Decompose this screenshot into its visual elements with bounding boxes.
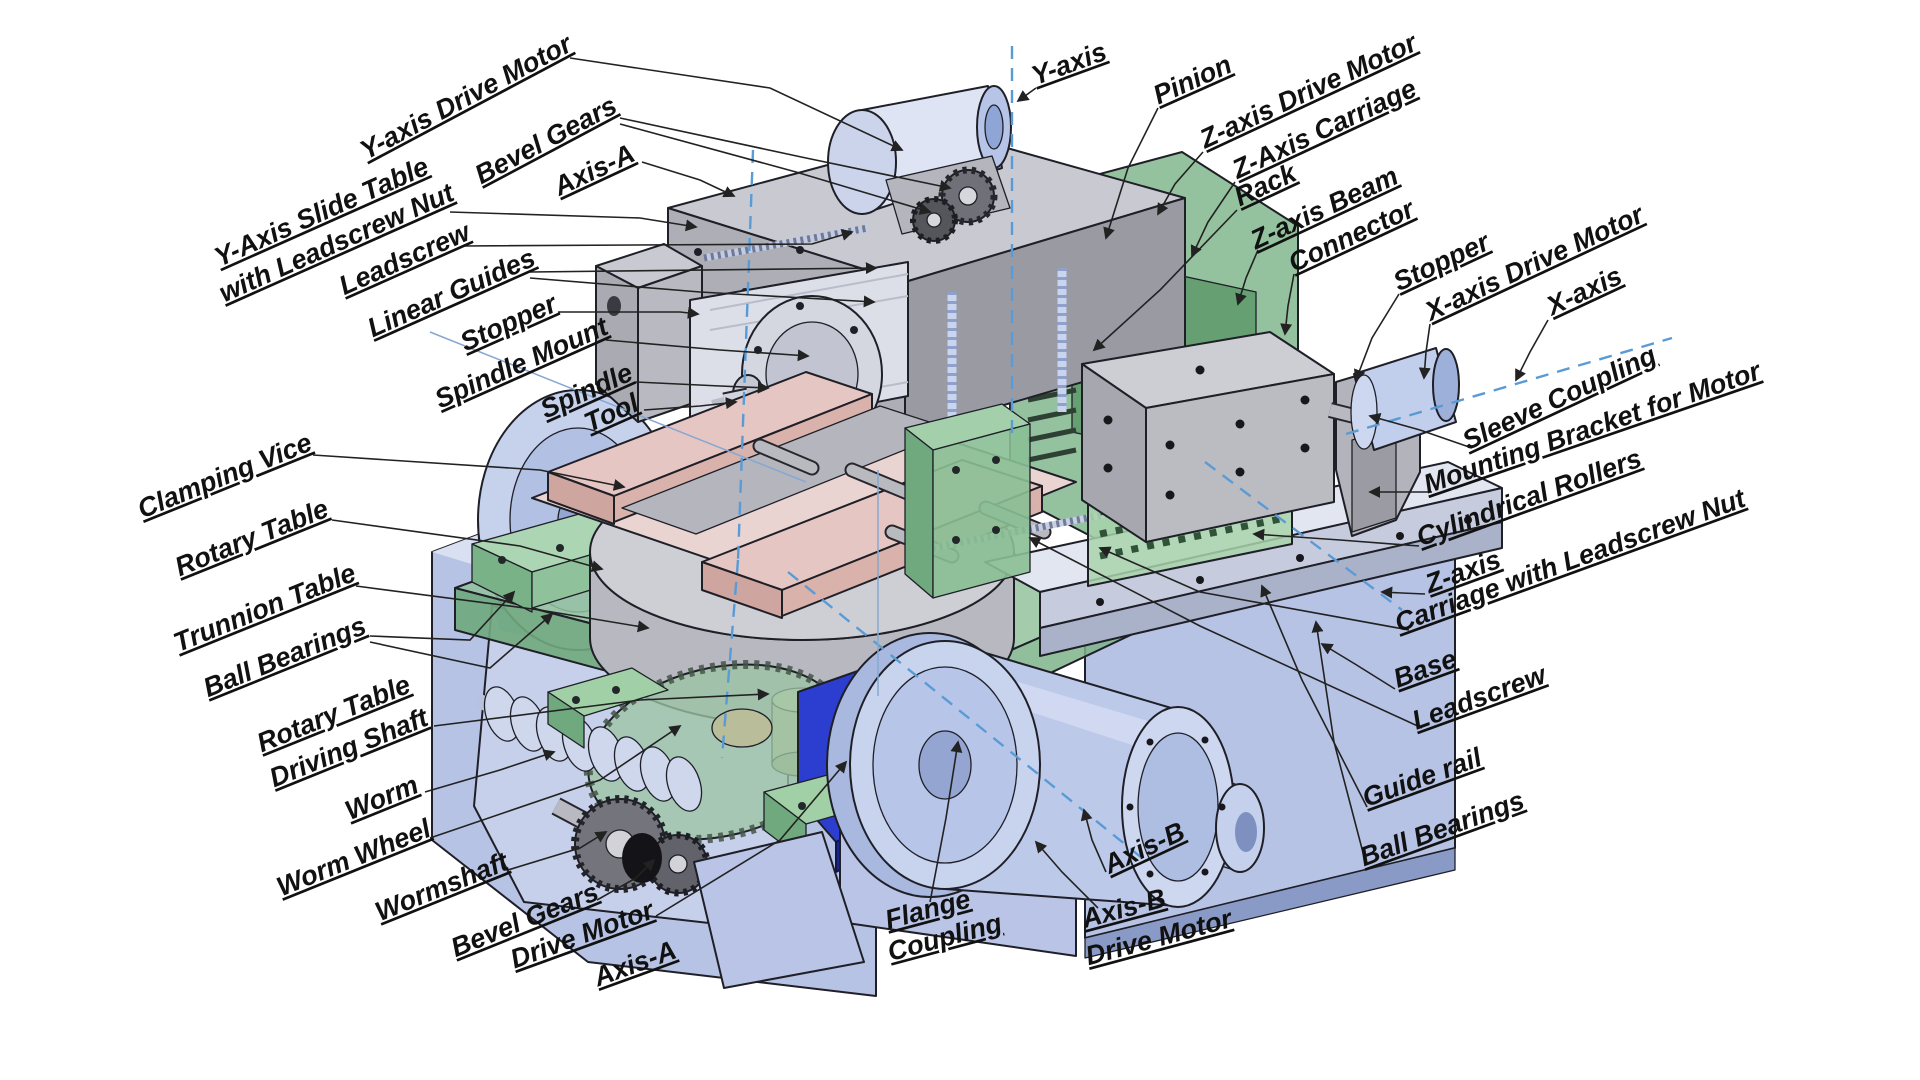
- leader-bevel-gears-top-2: [619, 123, 932, 215]
- leader-ball-bearings-left-1: [369, 590, 516, 641]
- carriage-with-leadscrew-nut-shape: [904, 403, 1031, 599]
- x-carriage-box: [1081, 331, 1335, 543]
- leader-stopper-left: [558, 306, 700, 319]
- leader-worm: [424, 749, 556, 793]
- label-worm: Worm: [341, 770, 423, 826]
- leader-rack: [1092, 209, 1238, 352]
- leader-y-drive-motor: [569, 57, 904, 152]
- leader-guide-rail: [1260, 584, 1368, 808]
- leader-z-drive-motor: [1157, 151, 1204, 216]
- z-axis-line: [1204, 461, 1403, 611]
- leader-tool: [643, 397, 738, 411]
- leader-stopper-right: [1354, 293, 1400, 382]
- label-y-axis: Y-axis: [1027, 36, 1110, 91]
- leader-lines: [312, 57, 1549, 917]
- leader-bevel-gears-top-1: [619, 117, 952, 192]
- leader-leadscrew-x: [1028, 537, 1423, 729]
- section-line: [429, 331, 807, 483]
- leader-clamping-vice: [312, 454, 626, 491]
- leader-ball-bearings-left-2: [369, 612, 554, 669]
- leader-sleeve-coupling: [1368, 412, 1473, 449]
- leader-axis-a-top: [641, 161, 736, 198]
- leader-rotary-shaft: [433, 688, 770, 727]
- leader-worm-wheel: [429, 724, 682, 839]
- leader-spindle-mount: [605, 339, 810, 362]
- label-pinion: Pinion: [1149, 49, 1237, 110]
- leader-z-carriage: [1190, 181, 1236, 258]
- leader-flange-coupling: [929, 740, 963, 903]
- leader-trunnion-table: [355, 585, 650, 633]
- leader-axis-b-motor: [1034, 840, 1099, 909]
- label-rotary-table: Rotary Table: [171, 493, 333, 582]
- leader-linear-guides-1: [529, 262, 878, 275]
- leader-bevel-gears-bottom: [596, 858, 656, 901]
- leader-leadscrew-y: [461, 229, 854, 247]
- leader-axis-b: [1080, 808, 1107, 873]
- x-axis-line: [1345, 336, 1673, 436]
- axis-a-line: [736, 149, 755, 561]
- shaft-ring: [622, 833, 662, 883]
- leader-rotary-table: [331, 519, 604, 573]
- axis-b-drive-motor-shape: [693, 632, 1265, 989]
- leader-spindle: [635, 381, 770, 394]
- axis-a-line-lower: [720, 559, 740, 759]
- leader-connector: [1280, 273, 1295, 336]
- leader-drive-motor-a: [655, 760, 848, 917]
- leader-cylindrical-rollers: [1252, 528, 1420, 547]
- leader-base: [1320, 643, 1396, 690]
- x-drive-motor-shape: [1350, 347, 1460, 451]
- leader-x-axis: [1515, 319, 1549, 382]
- machine-body: [431, 85, 1503, 997]
- leader-wormshaft: [507, 831, 608, 871]
- leader-y-axis: [1016, 87, 1037, 103]
- leader-linear-guides-2: [529, 277, 876, 308]
- leader-pinion: [1103, 107, 1159, 240]
- leader-z-axis-side: [1380, 586, 1426, 599]
- leader-x-drive-motor: [1418, 323, 1431, 380]
- leader-ball-bearings-right: [1311, 620, 1367, 865]
- leader-y-slide-table: [449, 211, 698, 232]
- leader-carriage-nut: [1098, 546, 1410, 631]
- leader-z-beam: [1235, 249, 1259, 306]
